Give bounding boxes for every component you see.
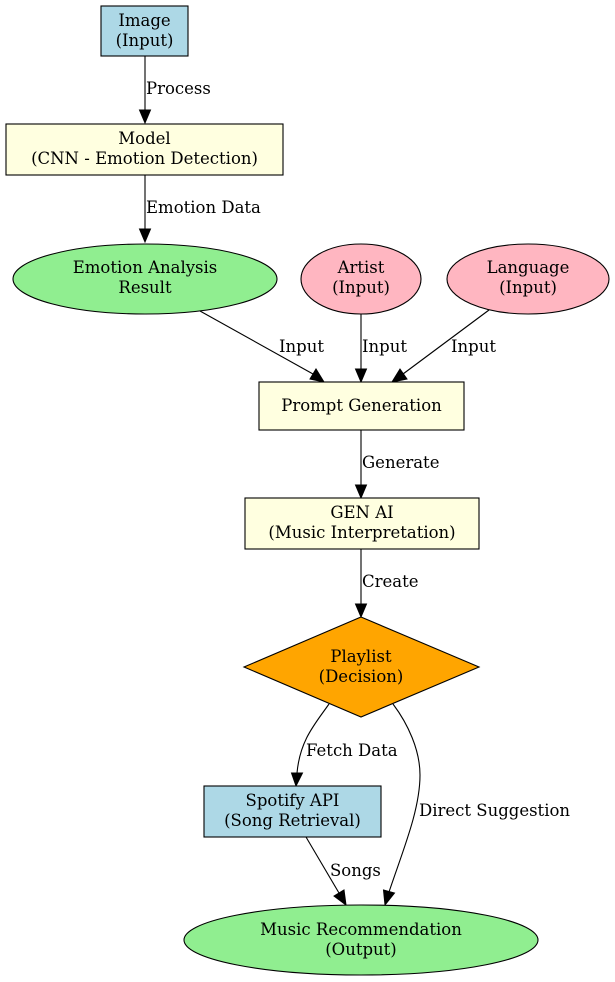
node-music-recommendation-subtitle: (Output) xyxy=(325,940,396,959)
node-image-title: Image xyxy=(118,11,170,30)
node-artist: Artist (Input) xyxy=(300,243,422,315)
node-model-subtitle: (CNN - Emotion Detection) xyxy=(31,149,258,168)
node-prompt-generation: Prompt Generation xyxy=(258,381,465,431)
edge-playlist-to-music: Direct Suggestion xyxy=(382,703,570,907)
node-prompt-generation-box xyxy=(258,381,465,431)
edge-genai-to-playlist: Create xyxy=(354,549,419,619)
node-playlist-decision-subtitle: (Decision) xyxy=(319,667,404,686)
node-language-subtitle: (Input) xyxy=(499,278,557,297)
node-spotify-api: Spotify API (Song Retrieval) xyxy=(203,785,382,838)
edge-emotion-to-prompt: Input xyxy=(199,310,326,383)
node-genai: GEN AI (Music Interpretation) xyxy=(244,497,480,550)
edge-label-input-artist: Input xyxy=(362,337,407,356)
node-emotion-result: Emotion Analysis Result xyxy=(12,243,278,315)
edge-language-to-prompt: Input xyxy=(390,309,496,383)
edge-label-input-language: Input xyxy=(451,337,496,356)
node-model: Model (CNN - Emotion Detection) xyxy=(5,123,284,176)
edge-label-input-emotion: Input xyxy=(279,337,324,356)
node-playlist-decision-shape xyxy=(242,616,481,718)
edge-playlist-to-spotify: Fetch Data xyxy=(290,703,398,788)
node-music-recommendation: Music Recommendation (Output) xyxy=(183,904,539,976)
node-image: Image (Input) xyxy=(100,5,189,57)
node-genai-title: GEN AI xyxy=(330,503,393,522)
edge-label-process: Process xyxy=(146,79,211,98)
node-model-title: Model xyxy=(118,129,170,148)
node-artist-title: Artist xyxy=(337,258,385,277)
edge-spotify-to-music: Songs xyxy=(305,836,381,907)
edge-label-songs: Songs xyxy=(330,861,381,880)
node-spotify-api-subtitle: (Song Retrieval) xyxy=(224,811,361,830)
node-image-box xyxy=(100,5,189,57)
node-prompt-generation-title: Prompt Generation xyxy=(281,396,442,415)
node-music-recommendation-title: Music Recommendation xyxy=(260,920,462,939)
edge-label-emotion-data: Emotion Data xyxy=(146,198,261,217)
node-image-subtitle: (Input) xyxy=(116,31,174,50)
node-language: Language (Input) xyxy=(446,243,610,315)
node-playlist-decision: Playlist (Decision) xyxy=(242,616,481,718)
node-genai-box xyxy=(244,497,480,550)
edge-artist-to-prompt: Input xyxy=(354,314,407,384)
edge-label-fetch-data: Fetch Data xyxy=(306,741,398,760)
node-language-title: Language xyxy=(487,258,570,277)
node-emotion-result-subtitle: Result xyxy=(118,278,172,297)
node-artist-subtitle: (Input) xyxy=(332,278,390,297)
node-spotify-api-title: Spotify API xyxy=(246,791,340,810)
node-language-shape xyxy=(446,243,610,315)
edge-label-direct-suggestion: Direct Suggestion xyxy=(419,801,570,820)
node-genai-subtitle: (Music Interpretation) xyxy=(268,523,455,542)
node-music-recommendation-shape xyxy=(183,904,539,976)
edge-label-generate: Generate xyxy=(362,453,439,472)
node-emotion-result-title: Emotion Analysis xyxy=(73,258,218,277)
edge-prompt-to-genai: Generate xyxy=(354,430,439,500)
edge-label-create: Create xyxy=(362,572,419,591)
node-model-box xyxy=(5,123,284,176)
edge-image-to-model: Process xyxy=(138,56,211,125)
node-emotion-result-shape xyxy=(12,243,278,315)
node-artist-shape xyxy=(300,243,422,315)
node-playlist-decision-title: Playlist xyxy=(330,647,392,666)
edge-model-to-emotion: Emotion Data xyxy=(138,175,261,244)
node-spotify-api-box xyxy=(203,785,382,838)
